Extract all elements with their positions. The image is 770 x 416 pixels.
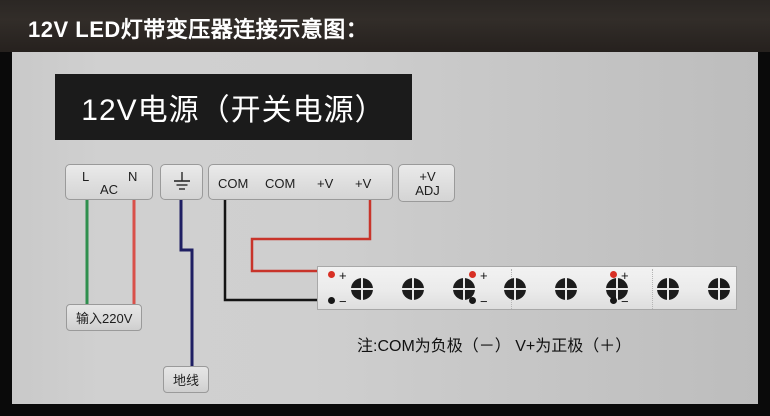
terminal-pin-vplus-1: +V (317, 176, 334, 191)
diagram-canvas: 12V电源（开关电源） L N AC (12, 52, 758, 404)
page-title: 12V LED灯带变压器连接示意图： (28, 17, 369, 42)
led-chip (351, 278, 373, 300)
led-chip (606, 278, 628, 300)
wiring-layer (85, 200, 372, 366)
led-chip (708, 278, 730, 300)
solder-pad-negative[interactable] (469, 297, 476, 304)
terminal-label-live: L (82, 169, 90, 184)
solder-pad-positive[interactable] (469, 271, 476, 278)
solder-pad-positive[interactable] (328, 271, 335, 278)
terminal-pin-com-2: COM (265, 176, 296, 191)
led-chip (555, 278, 577, 300)
power-supply-box: 12V电源（开关电源） (55, 74, 412, 140)
pad-minus-symbol: − (621, 294, 629, 309)
voltage-adjust-terminal[interactable]: +V ADJ (398, 164, 455, 202)
polarity-note: 注:COM为负极（－） V+为正极（＋） (357, 338, 632, 355)
solder-pad-positive[interactable] (610, 271, 617, 278)
led-chip (453, 278, 475, 300)
pad-plus-symbol: + (621, 268, 629, 283)
pad-minus-symbol: − (339, 294, 347, 309)
voltage-adjust-label-bottom: ADJ (415, 183, 440, 198)
led-chip (657, 278, 679, 300)
earth-ground-terminal[interactable] (160, 164, 203, 200)
pad-plus-symbol: + (480, 268, 488, 283)
dc-output-terminal[interactable]: COM COM +V +V (208, 164, 393, 200)
terminal-label-ac: AC (100, 182, 119, 197)
voltage-adjust-label-top: +V (419, 169, 436, 184)
solder-pad-negative[interactable] (610, 297, 617, 304)
pad-minus-symbol: − (480, 294, 488, 309)
input-voltage-tag: 输入220V (66, 304, 143, 331)
power-supply-label: 12V电源（开关电源） (81, 94, 386, 127)
led-strip[interactable]: + − + − + − (317, 266, 737, 310)
title-bar: 12V LED灯带变压器连接示意图： (0, 0, 770, 52)
terminal-pin-vplus-2: +V (355, 176, 372, 191)
solder-pad-negative[interactable] (328, 297, 335, 304)
ground-wire-tag: 地线 (163, 366, 210, 393)
terminal-label-neutral: N (128, 169, 138, 184)
led-chip (402, 278, 424, 300)
earth-ground-icon (173, 172, 190, 190)
pad-plus-symbol: + (339, 268, 347, 283)
strip-cut-line (652, 269, 653, 309)
led-chip (504, 278, 526, 300)
terminal-pin-com-1: COM (218, 176, 249, 191)
ac-input-terminal[interactable]: L N AC (65, 164, 153, 200)
